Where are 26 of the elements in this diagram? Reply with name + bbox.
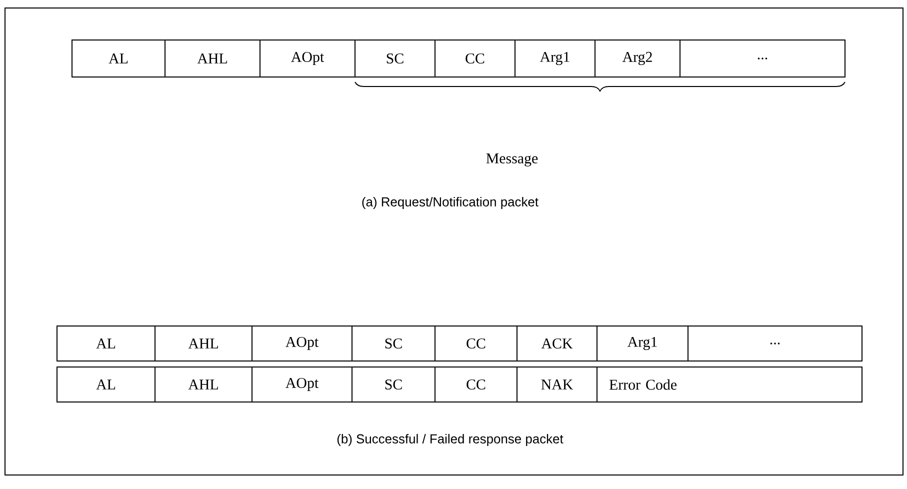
caption: (b) Successful / Failed response packet: [337, 434, 564, 446]
caption: (a) Request/Notification packet: [362, 196, 538, 210]
field-cell: ...: [680, 40, 846, 78]
field-cell: NAK: [516, 366, 598, 402]
field-cell: Error Code: [596, 366, 862, 402]
field-cell: SC: [352, 325, 436, 362]
field-cell: AHL: [164, 40, 260, 78]
field-cell: AL: [56, 366, 156, 402]
field-cell: AOpt: [260, 40, 356, 78]
field-cell: ACK: [516, 325, 598, 362]
field-cell: Arg1: [596, 325, 688, 362]
field-cell: SC: [354, 40, 436, 78]
field-cell: AL: [56, 325, 156, 362]
field-cell: Arg1: [514, 40, 596, 78]
field-cell: CC: [434, 366, 518, 402]
field-cell: SC: [352, 366, 436, 402]
field-cell: ...: [688, 325, 862, 362]
field-cell: CC: [434, 40, 516, 78]
field-cell: Arg2: [594, 40, 680, 78]
field-cell: AOpt: [252, 325, 352, 362]
field-cell: AL: [72, 40, 166, 78]
field-cell: CC: [434, 325, 518, 362]
field-cell: AOpt: [252, 366, 352, 402]
field-cell: AHL: [154, 325, 252, 362]
brace-label: Message: [486, 153, 538, 166]
field-cell: AHL: [154, 366, 252, 402]
